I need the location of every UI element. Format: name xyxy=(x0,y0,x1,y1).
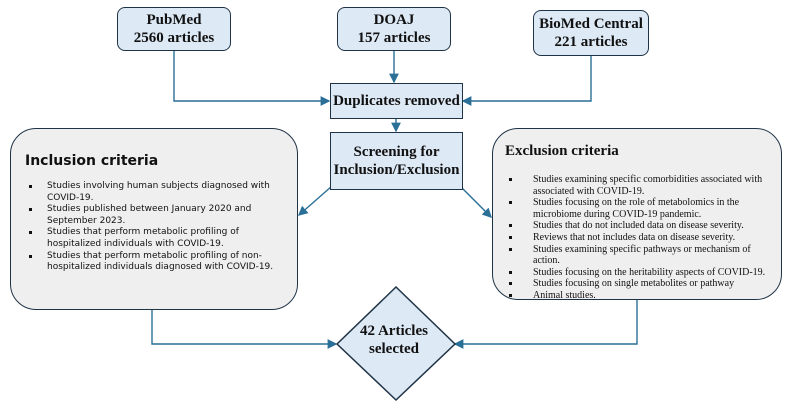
source-name: DOAJ xyxy=(373,12,415,28)
inclusion-title: Inclusion criteria xyxy=(25,153,159,169)
result-label: 42 Articles selected xyxy=(344,322,444,358)
inclusion-item: Studies that perform metabolic profiling… xyxy=(25,227,283,250)
exclusion-item: Studies examining specific comorbidities… xyxy=(505,174,769,197)
source-doaj: DOAJ 157 articles xyxy=(337,7,451,51)
exclusion-item: Studies that do not included data on dis… xyxy=(505,220,769,232)
exclusion-item: Studies examining specific pathways or m… xyxy=(505,244,769,267)
source-count: 2560 articles xyxy=(133,30,215,46)
source-biomed-central: BioMed Central 221 articles xyxy=(533,10,649,56)
source-count: 221 articles xyxy=(554,34,628,50)
exclusion-criteria-box: Exclusion criteria Studies examining spe… xyxy=(492,128,782,302)
inclusion-criteria-box: Inclusion criteria Studies involving hum… xyxy=(10,128,298,310)
screening-label-2: Inclusion/Exclusion xyxy=(333,162,460,178)
exclusion-item: Animal studies. xyxy=(505,290,769,302)
source-name: PubMed xyxy=(146,12,202,28)
screening-box: Screening for Inclusion/Exclusion xyxy=(330,132,463,190)
exclusion-title: Exclusion criteria xyxy=(505,143,619,159)
arrow-biomed xyxy=(461,55,592,106)
result-selected: selected xyxy=(369,341,419,357)
inclusion-item: Studies that perform metabolic profiling… xyxy=(25,251,283,274)
exclusion-item: Reviews that not includes data on diseas… xyxy=(505,232,769,244)
arrow-screening-exclusion xyxy=(459,185,492,218)
result-count: 42 Articles xyxy=(360,323,428,339)
result-diamond xyxy=(335,285,457,402)
screening-label-1: Screening for xyxy=(353,144,440,160)
exclusion-item: Studies focusing on the heritability asp… xyxy=(505,267,769,279)
duplicates-label: Duplicates removed xyxy=(333,93,460,109)
arrow-inclusion-result xyxy=(151,310,338,349)
source-count: 157 articles xyxy=(357,30,431,46)
inclusion-item: Studies involving human subjects diagnos… xyxy=(25,181,283,204)
duplicates-removed-box: Duplicates removed xyxy=(330,83,463,119)
exclusion-item: Studies focusing on the role of metabolo… xyxy=(505,197,769,220)
arrow-screening-inclusion xyxy=(297,185,333,216)
exclusion-item: Studies focusing on single metabolites o… xyxy=(505,278,769,290)
arrow-exclusion-result xyxy=(453,300,638,349)
arrow-pubmed xyxy=(173,50,331,106)
source-name: BioMed Central xyxy=(539,16,643,32)
source-pubmed: PubMed 2560 articles xyxy=(117,7,231,51)
inclusion-item: Studies published between January 2020 a… xyxy=(25,204,283,227)
